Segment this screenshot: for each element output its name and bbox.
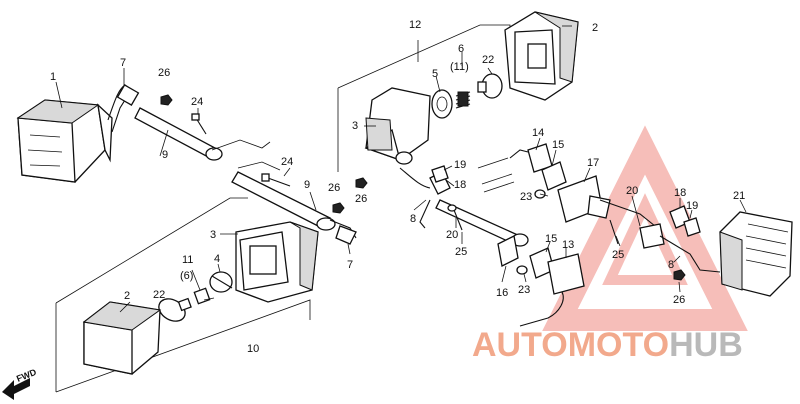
callout-9-mid: 9: [304, 179, 310, 191]
callout-26-right: 26: [673, 294, 685, 306]
callout-11: 11: [182, 254, 193, 266]
callout-4: 4: [214, 253, 220, 265]
screw-24-mid: [261, 173, 291, 187]
callout-15-lower: 15: [545, 233, 557, 245]
callout-8-right: 8: [668, 259, 674, 271]
nut-26-top: [160, 94, 173, 106]
callout-19-right: 19: [686, 200, 698, 212]
callout-21: 21: [733, 190, 745, 202]
bulb-socket-11: [193, 287, 215, 305]
callout-14: 14: [532, 127, 544, 139]
bolt-20-left: [447, 204, 463, 231]
callout-26-top: 26: [158, 67, 170, 79]
winker-lamp-left-front: [16, 99, 113, 183]
winker-lamp-right-rear: [719, 211, 793, 297]
callout-22-upper: 22: [482, 54, 494, 66]
callout-22-lower: 22: [153, 289, 165, 301]
lens-2-upper: [504, 11, 579, 101]
socket-20-right: [609, 219, 665, 249]
watermark-moto: MOTO: [568, 326, 669, 364]
bracket-13: [519, 253, 585, 327]
lens-2-lower: [82, 301, 162, 375]
callout-20-left: 20: [446, 229, 458, 241]
callout-8-upper: 8: [410, 213, 416, 225]
callout-23-lower: 23: [518, 284, 530, 296]
spring-socket-6: [455, 91, 471, 109]
callout-10: 10: [247, 343, 259, 355]
callout-18-right: 18: [674, 187, 686, 199]
socket-4: [209, 271, 233, 293]
bracket-16: [497, 235, 519, 267]
watermark-auto: AUTO: [472, 326, 568, 364]
callout-11-paren-upper: (11): [450, 61, 469, 73]
callout-24-top: 24: [191, 96, 203, 108]
callout-1-left: 1: [50, 71, 56, 83]
callout-2-upper: 2: [592, 22, 598, 34]
callout-18-upper: 18: [454, 179, 466, 191]
washer-23-lower: [516, 265, 528, 275]
callout-7-lower: 7: [347, 259, 353, 271]
bulb-22-lower: [158, 297, 192, 322]
callout-6-upper: 6: [458, 43, 464, 55]
winker-stay-rod-mid: [231, 161, 357, 239]
callout-3-upper: 3: [352, 120, 358, 132]
wire-pins: [477, 149, 529, 193]
watermark-text: AUTOMOTOHUB: [472, 326, 743, 364]
bulb-22-upper: [477, 73, 503, 99]
callout-6-paren-lower: (6): [180, 270, 193, 282]
clip-18-19-right: [669, 205, 701, 237]
callout-3-lower: 3: [210, 229, 216, 241]
callout-7-top: 7: [120, 57, 126, 69]
socket-5: [431, 89, 453, 119]
stay-8-right: [659, 235, 721, 273]
callout-9-top: 9: [162, 149, 168, 161]
callout-17: 17: [587, 157, 599, 169]
callout-24-mid: 24: [281, 156, 293, 168]
watermark-hub: HUB: [669, 326, 743, 364]
callout-19-upper: 19: [454, 159, 466, 171]
winker-stay-rod-top: [116, 84, 271, 161]
screw-24-top: [191, 113, 207, 135]
winker-housing-right-front: [364, 87, 431, 165]
stay-bracket-7-lower: [335, 225, 357, 245]
callout-16: 16: [496, 287, 508, 299]
callout-12: 12: [409, 19, 421, 31]
callout-26-mid: 26: [328, 182, 340, 194]
callout-23-upper: 23: [520, 191, 532, 203]
callout-25-left: 25: [455, 246, 467, 258]
callout-25-right: 25: [612, 249, 624, 261]
callout-26-center: 26: [355, 193, 367, 205]
nut-26-center: [355, 177, 368, 189]
group-outline-10: [55, 197, 248, 304]
winker-housing-left-rear: [235, 221, 319, 303]
winker-stay-center: [399, 167, 529, 247]
fwd-arrow-icon: [2, 378, 30, 400]
callout-5: 5: [432, 68, 438, 80]
leader-lines: [55, 52, 747, 313]
callout-15-upper: 15: [552, 139, 564, 151]
bracket-17: [557, 175, 661, 231]
nut-26-mid: [332, 202, 345, 214]
callout-2-lower: 2: [124, 290, 130, 302]
callout-13: 13: [562, 239, 574, 251]
callout-20-right: 20: [626, 185, 638, 197]
nut-26-right: [673, 269, 686, 281]
rubber-15-upper: [541, 161, 567, 191]
